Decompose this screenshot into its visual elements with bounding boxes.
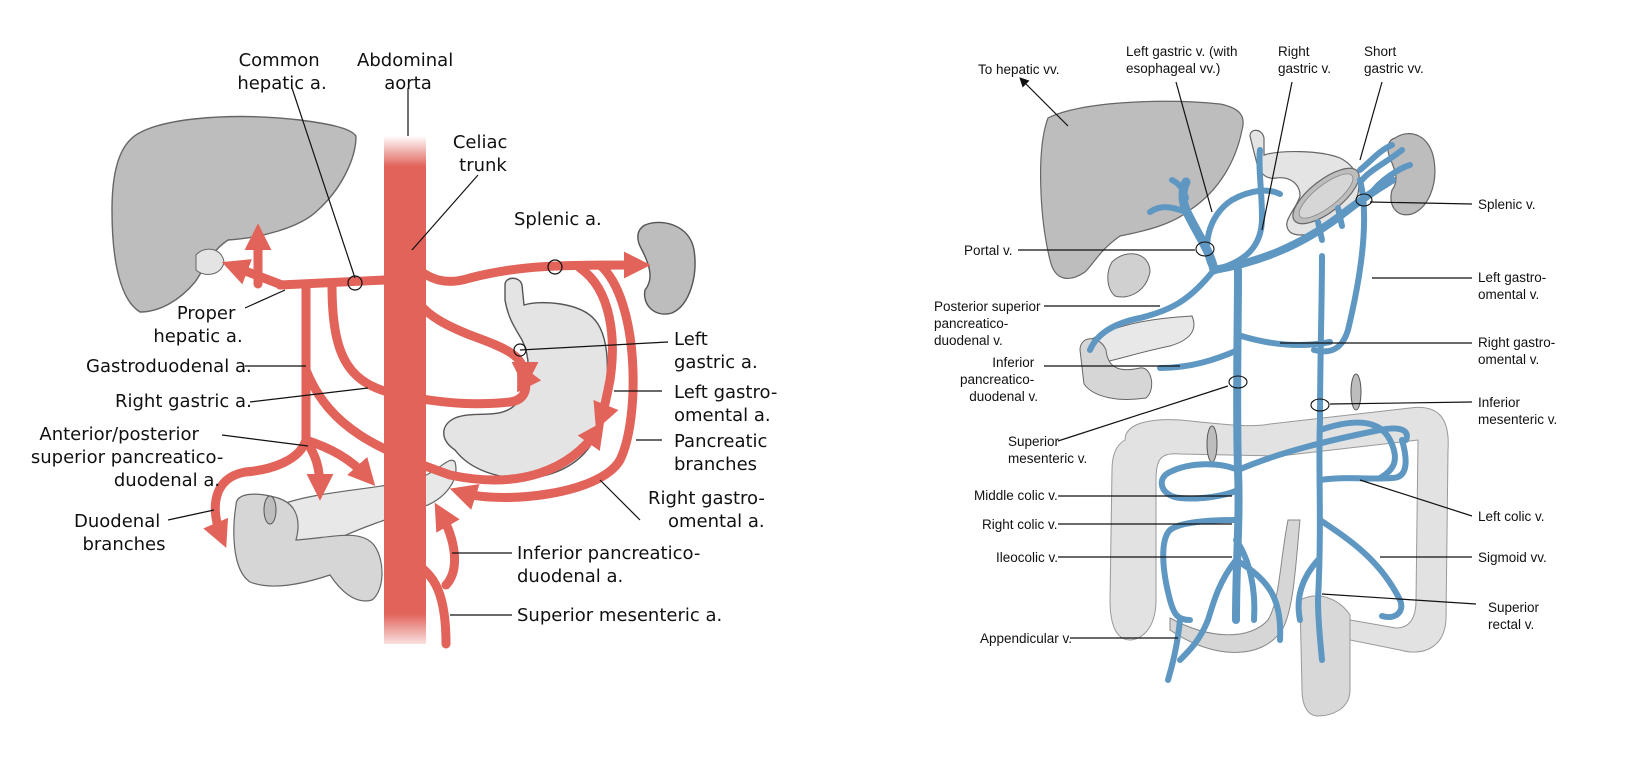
label-proper-hepatic-a: Proper hepatic a. [153,303,242,347]
left-gastroomental-vein [1311,177,1368,355]
portal-to-liver-2 [1169,177,1189,201]
pancreatic-vein-2 [1335,205,1345,229]
label-left-gastroomental-v: Left gastro- omental v. [1478,270,1550,302]
smv-trunk [1232,266,1243,624]
left-colic-vein [1317,437,1409,483]
label-left-colic-v: Left colic v. [1478,509,1545,524]
label-left-gastric-a: Left gastric a. [674,329,758,373]
splenic-vessel [405,251,651,286]
common-hepatic-ring [347,275,363,291]
colon-opening-1 [1206,425,1218,463]
label-left-gastroomental-a: Left gastro- omental a. [674,382,783,426]
label-splenic-a: Splenic a. [514,209,602,230]
esophageal-veins [1256,147,1265,221]
short-gastric-vein-3 [1357,142,1395,173]
label-common-hepatic-a: Common hepatic a. [237,50,326,94]
middle-colic-vein [1235,425,1410,473]
left-gastroomental-vessel [575,263,619,431]
inferior-pd-vein [1157,347,1241,371]
label-inferior-pd-a: Inferior pancreatico- duodenal a. [517,543,706,587]
label-right-gastroomental-v: Right gastro- omental v. [1478,335,1559,367]
portal-to-liver-1 [1147,204,1189,215]
right-gastroomental-vessel [301,365,605,485]
splenic-ring [547,259,563,275]
label-right-gastric-a: Right gastric a. [115,391,252,412]
spleen-left [637,221,696,315]
gallbladder-right [1107,253,1151,298]
imv-ring [1310,398,1330,412]
superior-rectal-vein [1315,597,1325,663]
label-ileocolic-v: Ileocolic v. [996,550,1058,565]
duodenum-right [1079,338,1153,400]
pancreatic-vein-1 [1315,219,1325,243]
ileocolic-vein [1177,557,1239,663]
label-to-hepatic-vv: To hepatic vv. [978,62,1060,77]
portal-ring [1195,241,1215,257]
label-right-gastroomental-a: Right gastro- omental a. [648,488,771,532]
short-gastric-vein-2 [1359,147,1405,183]
inferior-pd-vessel [434,502,460,590]
label-ant-post-sup-pd-a: Anterior/posterior superior pancreatico-… [31,424,229,491]
imv-trunk [1315,253,1325,603]
colon-opening-2 [1350,373,1362,411]
label-left-gastric-v: Left gastric v. (with esophageal vv.) [1126,44,1241,76]
ileal-branch-1 [1233,537,1258,623]
sigmoid-vein [1317,517,1405,620]
label-appendicular-v: Appendicular v. [980,631,1072,646]
left-gastric-vein [1204,187,1283,273]
pancreatic-branch-vessel [449,260,638,510]
middle-colic-loop [1158,461,1241,502]
gallbladder-left [195,248,225,275]
label-gastroduodenal-a: Gastroduodenal a. [86,356,252,377]
left-colic-loop [1317,419,1398,481]
pancreas-right [1089,315,1195,365]
liver-left [111,115,357,313]
label-post-sup-pd-v: Posterior superior pancreatico- duodenal… [934,299,1044,348]
label-superior-mesenteric-a: Superior mesenteric a. [517,605,722,626]
stomach-opening-inner [1298,173,1354,219]
label-right-colic-v: Right colic v. [982,517,1058,532]
sigmoid-vein-2 [1295,557,1321,623]
duodenum-opening [263,495,277,525]
label-short-gastric-vv: Short gastric vv. [1364,44,1424,76]
rectum [1299,595,1351,717]
label-pancreatic-branches: Pancreatic branches [674,431,773,475]
short-gastric-vein-1 [1367,162,1413,198]
label-splenic-v: Splenic v. [1478,197,1536,212]
ileal-branch-2 [1233,557,1284,643]
label-inferior-pd-v: Inferior pancreatico- duodenal v. [960,355,1038,404]
label-right-gastric-v: Right gastric v. [1278,44,1331,76]
ant-post-sup-pd-vessel-3 [301,435,376,487]
right-gastric-vein [1211,215,1265,273]
label-inferior-mesenteric-v: Inferior mesenteric v. [1478,395,1557,427]
label-celiac-trunk: Celiac trunk [453,132,513,176]
ant-post-sup-pd-vessel-1 [203,435,311,548]
venous-panel: To hepatic vv. Left gastric v. (with eso… [934,44,1559,717]
arterial-panel: Common hepatic a. Abdominal aorta Celiac… [31,50,783,649]
splenic-ring-v [1355,193,1373,207]
superior-mesenteric-vessel [405,555,451,649]
appendicular-vein [1165,617,1183,683]
label-abdominal-aorta: Abdominal aorta [357,50,459,94]
liver-right [1040,100,1244,279]
left-gastric-vessel [400,257,539,389]
label-superior-rectal-v: Superior rectal v. [1488,600,1543,632]
right-colic-vein [1160,517,1239,623]
right-gastric-vessel [327,280,542,409]
label-superior-mesenteric-v: Superior mesenteric v. [1008,434,1087,466]
appendix [1169,519,1301,653]
label-portal-v: Portal v. [964,243,1013,258]
smv-ring [1228,375,1248,389]
label-sigmoid-vv: Sigmoid vv. [1478,550,1547,565]
label-middle-colic-v: Middle colic v. [974,488,1058,503]
label-duodenal-branches: Duodenal branches [74,511,166,555]
post-sup-pd-vein [1087,267,1217,353]
